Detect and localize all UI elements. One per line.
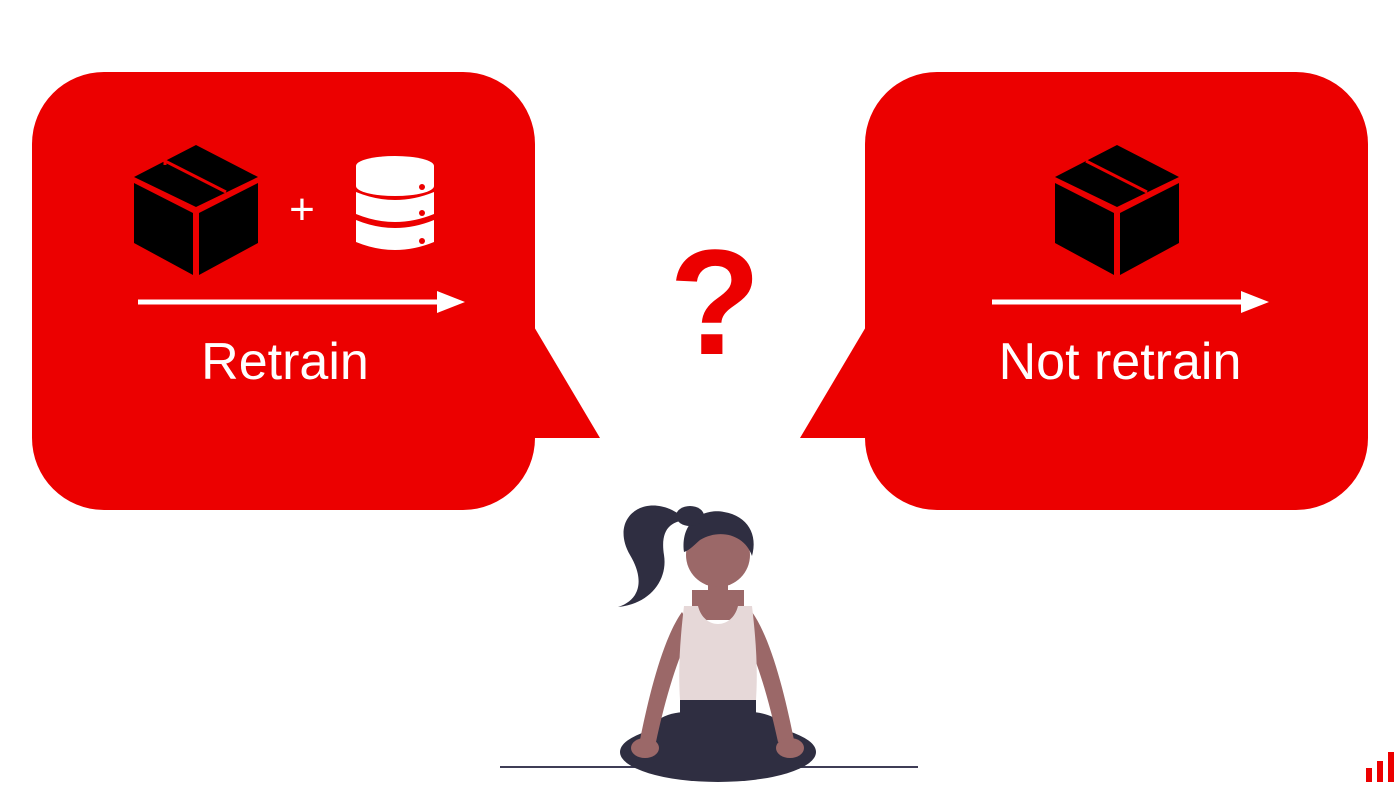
plus-sign: + [289,185,315,234]
not-retrain-label: Not retrain [998,333,1242,391]
arrow-right-icon [992,291,1269,313]
box-icon [134,145,258,275]
arrow-right-icon [138,291,465,313]
speech-bubble-right [800,72,1368,510]
database-icon [356,156,434,250]
bar-chart-logo-icon [1366,752,1394,782]
question-mark: ? [669,218,761,386]
retrain-label: Retrain [201,333,369,391]
box-icon [1055,145,1179,275]
speech-bubble-left [32,72,600,510]
meditating-woman-illustration [618,505,816,782]
